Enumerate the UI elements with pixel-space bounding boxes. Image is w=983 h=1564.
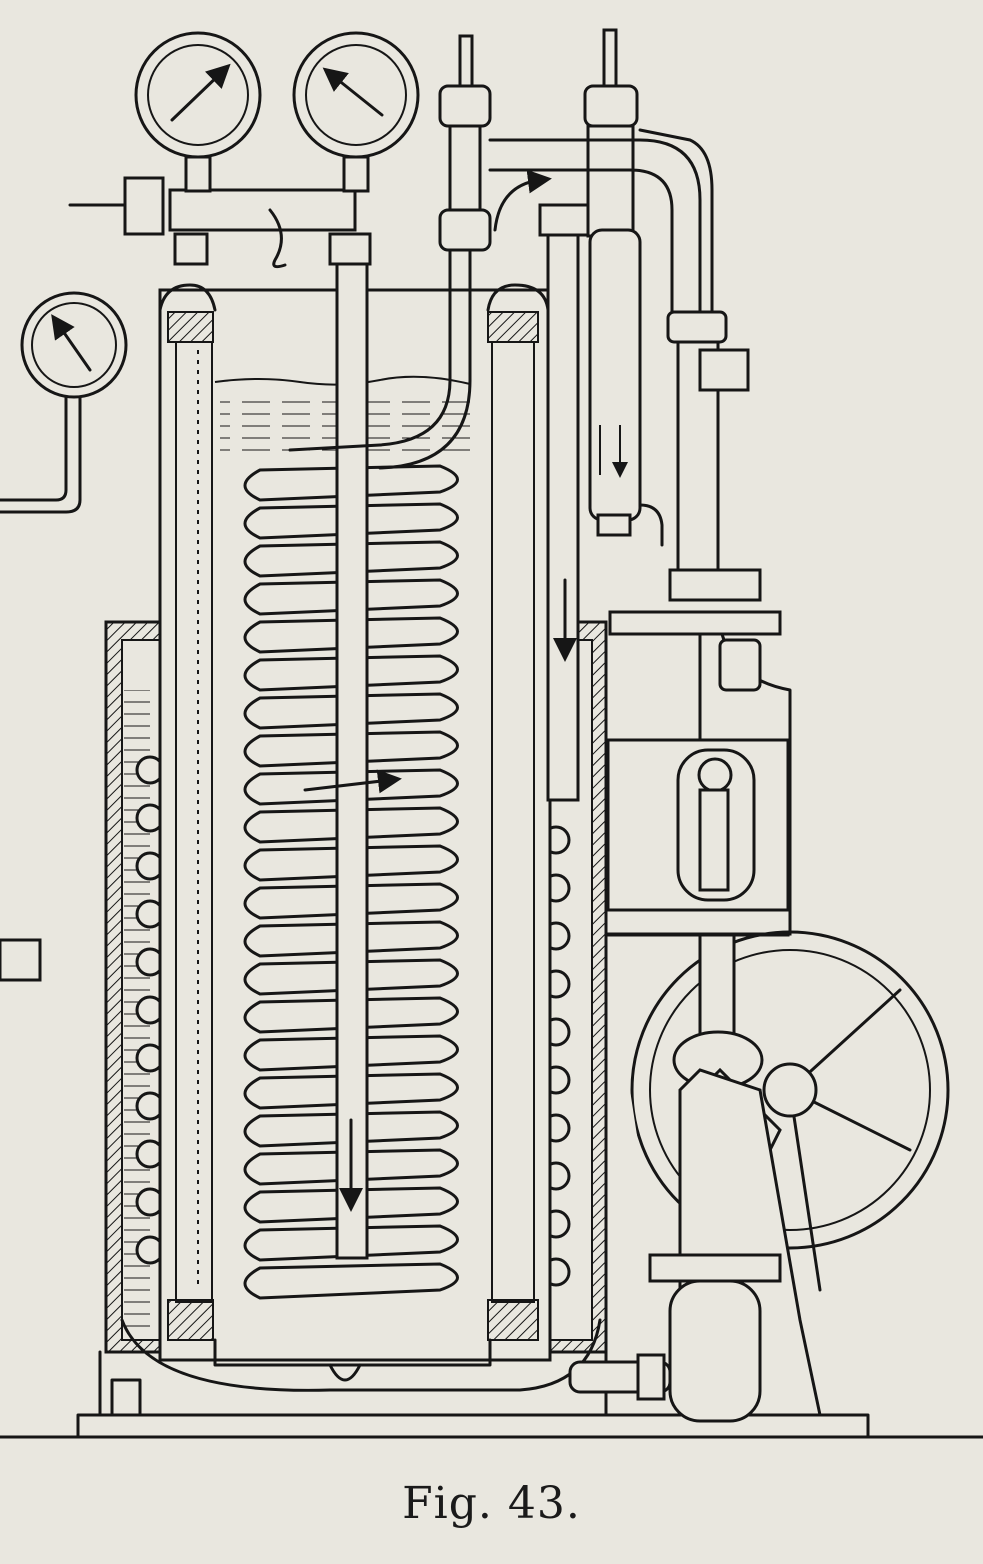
return-pipe xyxy=(638,128,714,342)
valve-stem-right xyxy=(583,28,639,238)
coil-turn xyxy=(243,1262,459,1300)
pressure-gauge-right xyxy=(292,31,420,193)
valve-stem-left xyxy=(438,34,492,252)
flywheel xyxy=(630,930,950,1292)
oil-separator xyxy=(588,228,664,547)
jacket-downpipe xyxy=(493,169,590,802)
coil-inlet-pipe xyxy=(288,248,472,470)
base-plate xyxy=(0,1413,983,1439)
central-pipe xyxy=(303,256,402,1260)
gauge-manifold xyxy=(68,176,372,269)
pressure-gauge-side xyxy=(0,291,128,982)
pressure-gauge-left xyxy=(134,31,262,193)
figure-caption: Fig. 43. xyxy=(402,1478,581,1529)
discharge-pipe xyxy=(488,138,702,322)
compressor-cylinder xyxy=(608,310,792,912)
crosshead-frame xyxy=(604,738,792,937)
tank-bottom xyxy=(120,1318,602,1392)
compressor-standard xyxy=(568,934,822,1423)
